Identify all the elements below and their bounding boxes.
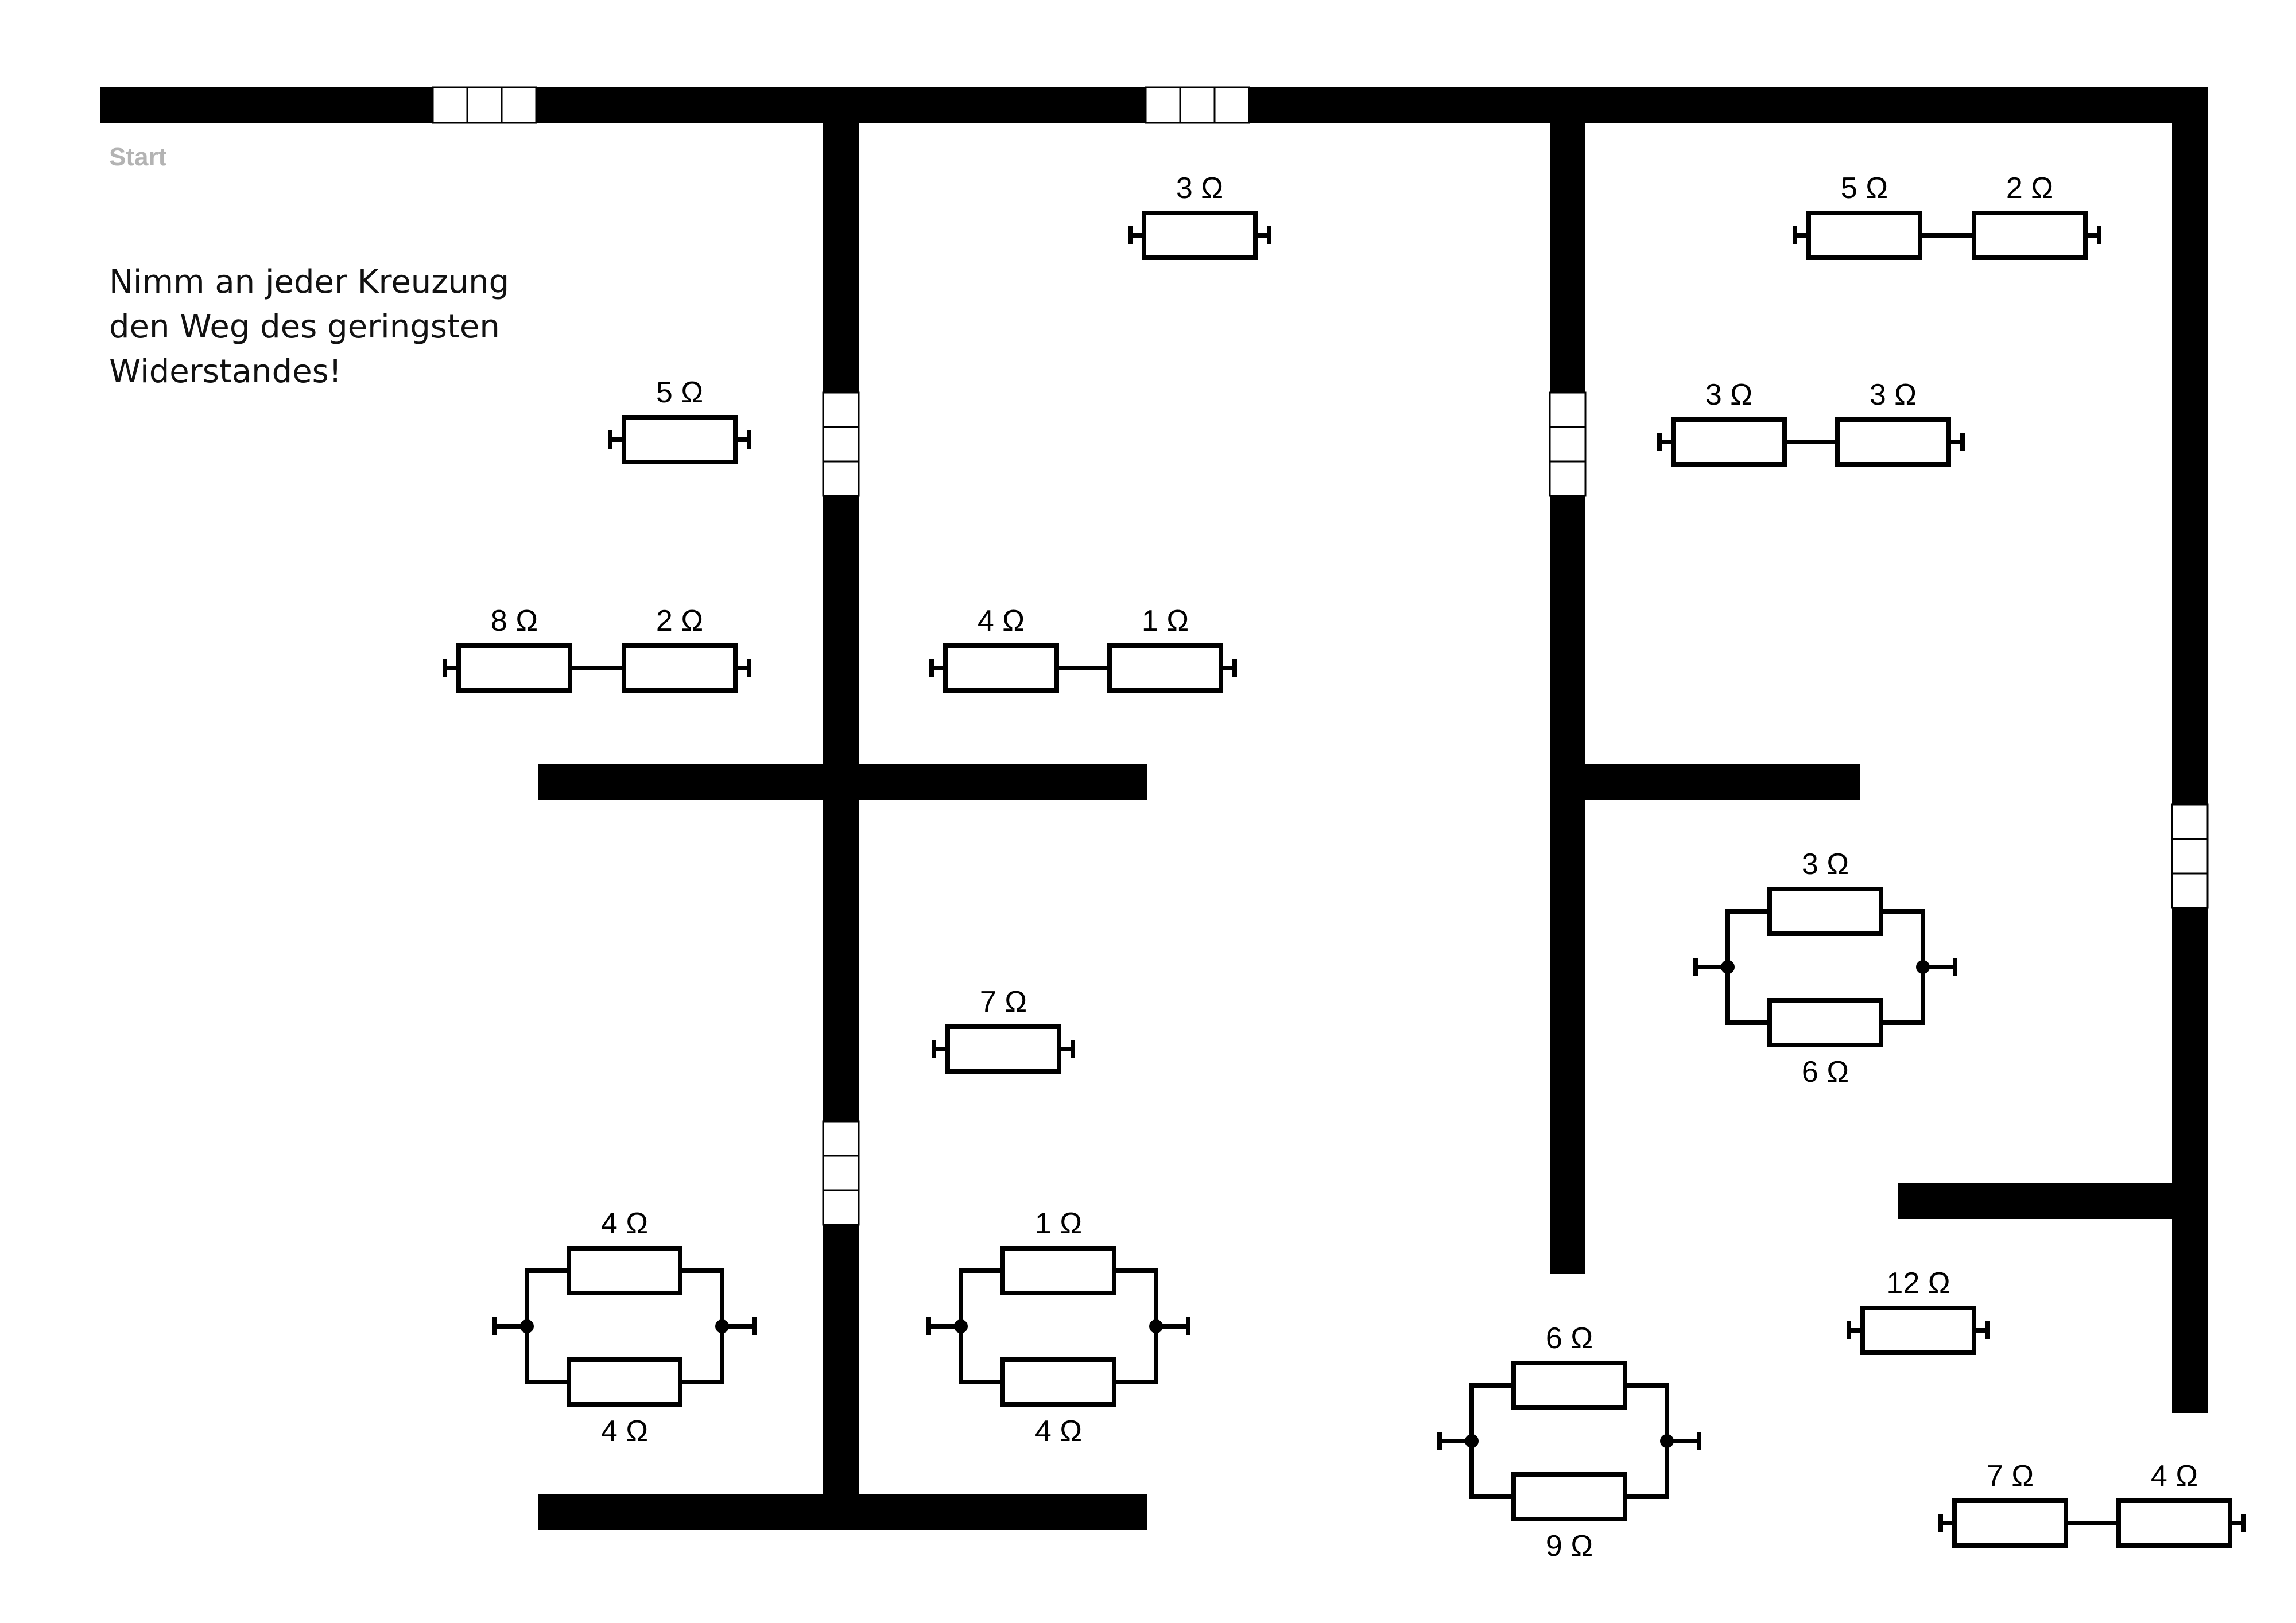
door-middle-upper — [1549, 391, 1587, 497]
resistor-group-r-4-4: 4 Ω 4 Ω — [492, 1207, 757, 1448]
resistor-group-r-6-9: 6 Ω 9 Ω — [1437, 1322, 1701, 1563]
start-label: Start — [109, 143, 167, 171]
resistor-box — [567, 1357, 682, 1407]
resistor-value-label: 3 Ω — [1176, 172, 1223, 205]
instruction-line-2: den Weg des geringsten — [109, 308, 500, 345]
resistor-group-r-5-2: 5 Ω 2 Ω — [1793, 172, 2101, 260]
maze-walls — [100, 87, 2208, 1530]
junction-dot — [1149, 1319, 1163, 1333]
resistor-value-label: 4 Ω — [601, 1207, 648, 1240]
resistor-box — [1511, 1472, 1627, 1521]
junction-dot — [1660, 1434, 1674, 1448]
resistor-group-r-5: 5 Ω — [608, 376, 751, 464]
door-left-upper — [822, 391, 860, 497]
resistor-box — [622, 415, 738, 464]
junction-dot — [1916, 960, 1930, 974]
resistor-box — [1860, 1306, 1976, 1355]
resistor-group-r-7: 7 Ω — [932, 985, 1075, 1074]
resistor-box — [1767, 887, 1883, 936]
resistor-value-label: 7 Ω — [1987, 1459, 2034, 1493]
junction-dot — [715, 1319, 729, 1333]
instruction-line-3: Widerstandes! — [109, 353, 342, 390]
resistor-value-label: 3 Ω — [1802, 848, 1849, 881]
resistor-value-label: 9 Ω — [1546, 1529, 1593, 1563]
resistor-box — [1671, 417, 1787, 467]
junction-dot — [1721, 960, 1735, 974]
resistor-value-label: 5 Ω — [656, 376, 703, 409]
resistor-value-label: 2 Ω — [656, 604, 703, 638]
resistor-box — [1835, 417, 1951, 467]
resistor-value-label: 1 Ω — [1035, 1207, 1082, 1240]
resistor-box — [1806, 211, 1922, 260]
instruction-line-1: Nimm an jeder Kreuzung — [109, 263, 509, 301]
resistor-value-label: 3 Ω — [1870, 378, 1917, 411]
resistor-group-r-3: 3 Ω — [1128, 172, 1271, 260]
resistor-value-label: 1 Ω — [1142, 604, 1189, 638]
junction-dot — [954, 1319, 968, 1333]
resistor-value-label: 4 Ω — [601, 1415, 648, 1448]
resistor-box — [1000, 1246, 1116, 1295]
door-top-2 — [1145, 86, 1250, 124]
maze-doors — [432, 86, 2209, 1226]
resistor-group-r-8-2: 8 Ω 2 Ω — [443, 604, 751, 693]
resistor-group-r-4-1: 4 Ω 1 Ω — [929, 604, 1237, 693]
resistor-value-label: 6 Ω — [1546, 1322, 1593, 1355]
resistor-value-label: 4 Ω — [978, 604, 1025, 638]
resistor-box — [567, 1246, 682, 1295]
resistor-value-label: 8 Ω — [491, 604, 538, 638]
resistor-value-label: 7 Ω — [980, 985, 1027, 1019]
resistor-value-label: 2 Ω — [2006, 172, 2053, 205]
resistor-value-label: 6 Ω — [1802, 1055, 1849, 1089]
wall-right-stub — [1898, 1183, 2208, 1219]
door-left-lower — [822, 1120, 860, 1226]
resistor-box — [1107, 643, 1223, 693]
resistor-group-r-3-6: 3 Ω 6 Ω — [1693, 848, 1957, 1089]
junction-dot — [1465, 1434, 1479, 1448]
door-right — [2171, 803, 2209, 909]
wall-divider-middle — [1550, 87, 1585, 1274]
junction-dot — [520, 1319, 534, 1333]
resistor-box — [1952, 1498, 2068, 1548]
resistor-group-r-7-4: 7 Ω 4 Ω — [1938, 1459, 2246, 1548]
resistor-group-r-12: 12 Ω — [1847, 1267, 1990, 1355]
resistor-box — [456, 643, 572, 693]
resistor-groups: 3 Ω 5 Ω 8 Ω 2 Ω 4 Ω 1 Ω 5 Ω 2 Ω 3 Ω 3 Ω 3 Ω 6 Ω 7 Ω 4… — [443, 172, 2246, 1563]
resistor-value-label: 12 Ω — [1886, 1267, 1950, 1300]
resistor-value-label: 4 Ω — [1035, 1415, 1082, 1448]
resistor-group-r-3-3: 3 Ω 3 Ω — [1657, 378, 1965, 467]
resistor-value-label: 3 Ω — [1705, 378, 1752, 411]
wall-cross-upper — [538, 764, 1147, 800]
resistor-box — [1000, 1357, 1116, 1407]
resistor-box — [1511, 1361, 1627, 1410]
resistor-box — [1142, 211, 1258, 260]
resistor-box — [943, 643, 1059, 693]
door-top-1 — [432, 86, 537, 124]
resistor-value-label: 4 Ω — [2151, 1459, 2198, 1493]
resistor-group-r-1-4: 1 Ω 4 Ω — [926, 1207, 1190, 1448]
resistor-box — [945, 1024, 1061, 1074]
wall-middle-stub — [1550, 764, 1860, 800]
resistor-box — [1972, 211, 2088, 260]
resistor-value-label: 5 Ω — [1841, 172, 1888, 205]
resistor-box — [1767, 998, 1883, 1047]
wall-cross-lower — [538, 1494, 1147, 1530]
resistor-box — [2116, 1498, 2232, 1548]
resistor-box — [622, 643, 738, 693]
